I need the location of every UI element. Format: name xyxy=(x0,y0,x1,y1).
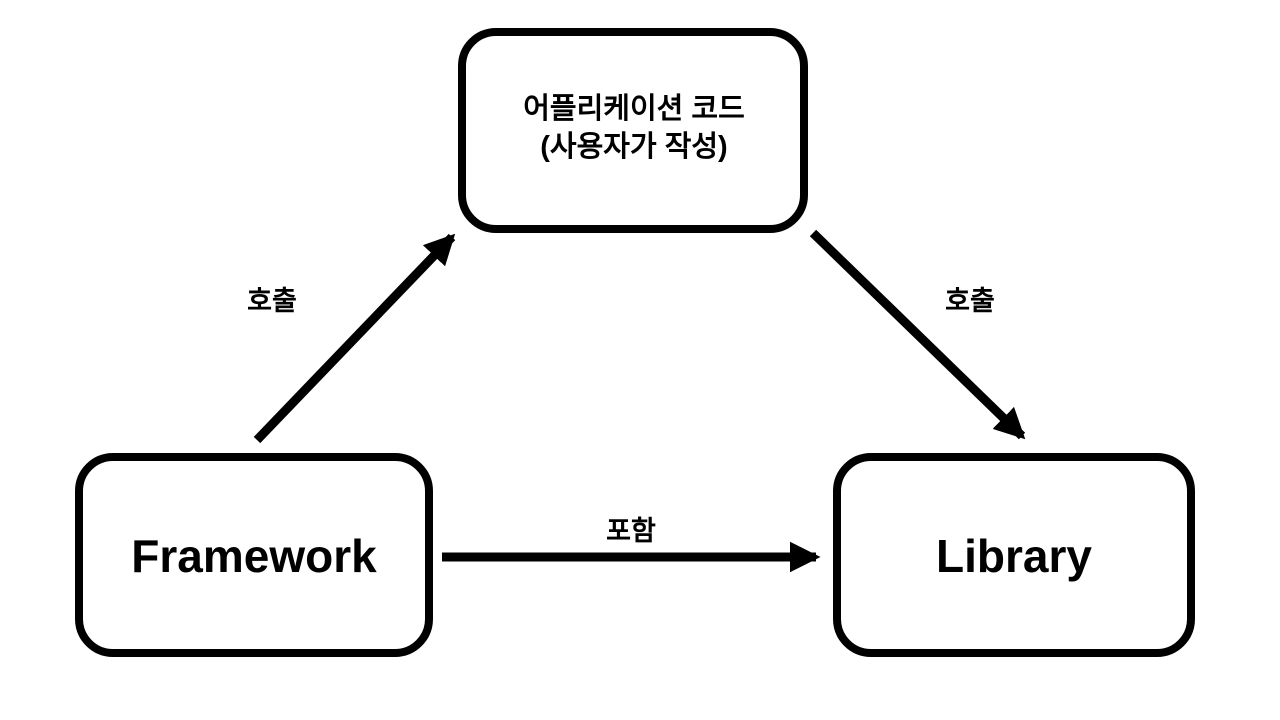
node-application-code-label-line2: (사용자가 작성) xyxy=(540,130,727,163)
edge-application-to-library: 호출 xyxy=(809,229,1026,440)
edge-label-include: 포함 xyxy=(606,516,656,546)
node-application-code-label-line1: 어플리케이션 코드 xyxy=(523,92,745,125)
edge-label-call-right: 호출 xyxy=(945,286,995,316)
node-framework-box xyxy=(75,453,433,657)
arrow-framework-to-application xyxy=(253,233,456,444)
node-library: Library xyxy=(833,453,1195,657)
node-framework: Framework xyxy=(75,453,433,657)
node-library-label: Library xyxy=(936,530,1092,582)
edge-label-call-left: 호출 xyxy=(247,286,297,316)
node-application-code: 어플리케이션 코드 (사용자가 작성) xyxy=(458,28,808,233)
node-library-box xyxy=(833,453,1195,657)
edge-framework-to-library: 포함 xyxy=(442,516,821,573)
edge-framework-to-application: 호출 xyxy=(247,233,456,444)
arrow-application-to-library xyxy=(809,229,1026,440)
node-application-code-box xyxy=(458,28,808,233)
node-framework-label: Framework xyxy=(131,530,377,582)
